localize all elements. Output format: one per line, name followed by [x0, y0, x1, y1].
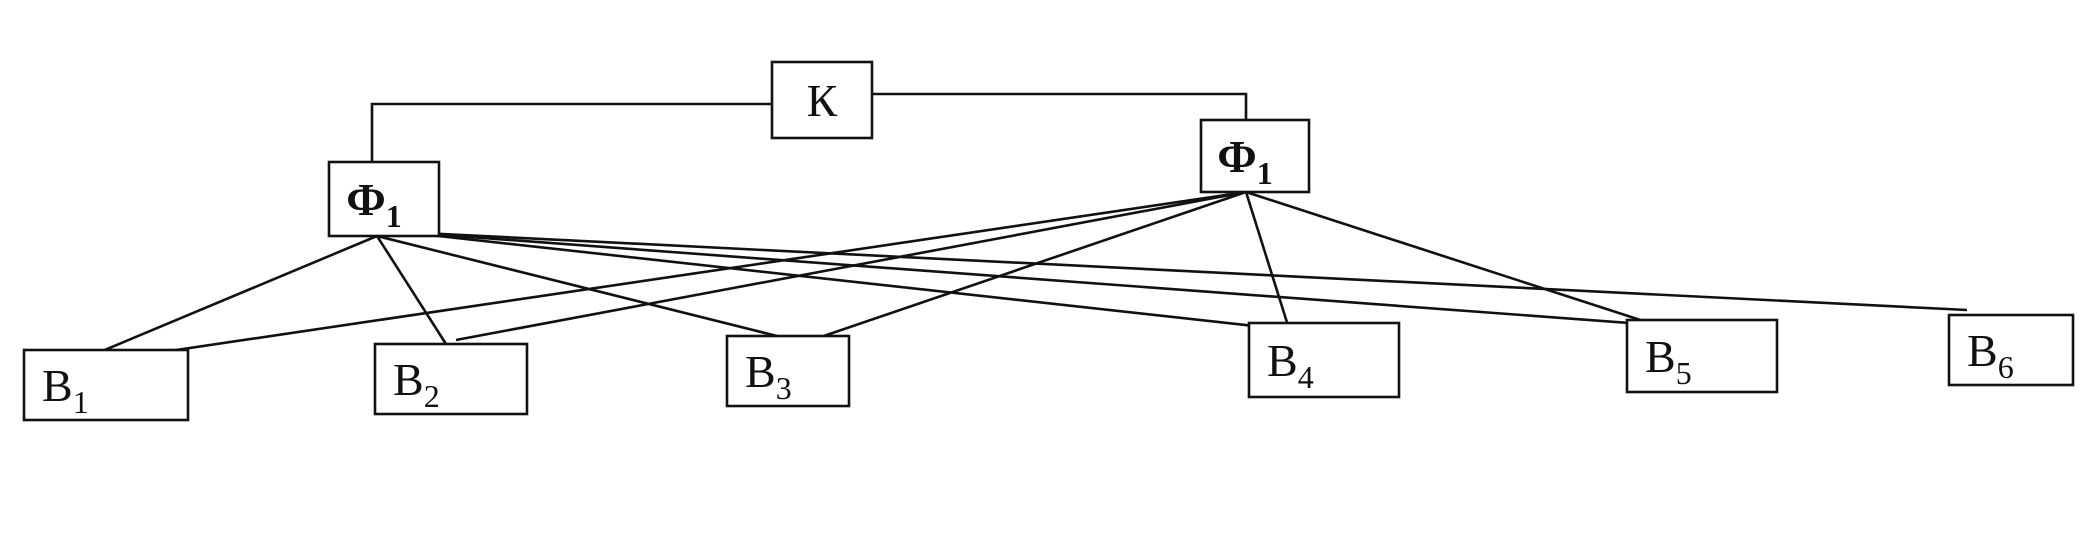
node-label: Ф1: [1217, 131, 1273, 191]
node-b5: В5: [1625, 318, 1779, 394]
node-label-subscript: 5: [1676, 355, 1692, 391]
node-box: [373, 342, 529, 416]
node-label-main: К: [807, 75, 838, 126]
node-f-left: Ф1: [327, 160, 441, 238]
edge-f-left-to-b6: [401, 230, 1968, 312]
edges-layer: [75, 92, 1968, 364]
node-b1: В1: [22, 348, 190, 422]
node-label-main: В: [1645, 331, 1676, 382]
node-label-subscript: 2: [424, 378, 440, 414]
edge-f-left-to-b3: [376, 234, 786, 340]
node-box: [22, 348, 190, 422]
node-box: [725, 334, 851, 408]
node-label-main: В: [393, 354, 424, 405]
node-label-subscript: 4: [1298, 359, 1314, 395]
node-b2: В2: [373, 342, 529, 416]
edge-k-to-f_left: [370, 102, 772, 162]
node-k: К: [770, 60, 874, 140]
node-label: Ф1: [346, 174, 402, 234]
node-box: [1247, 321, 1401, 399]
node-label: В2: [393, 354, 440, 414]
edge-f-left-to-b2: [375, 235, 448, 345]
node-box: [327, 160, 441, 238]
edge-k-to-f_right: [872, 92, 1248, 120]
node-box: [1199, 118, 1311, 194]
node-label: В3: [745, 346, 792, 406]
node-label-main: В: [1967, 325, 1998, 376]
edge-f-left-to-b1: [75, 234, 378, 364]
node-label-subscript: 1: [386, 198, 402, 234]
node-label: В4: [1267, 335, 1314, 395]
edge-f-right-to-b3: [811, 190, 1247, 342]
node-box: [770, 60, 874, 140]
edge-f-left-to-b5: [401, 230, 1671, 328]
edge-f-left-to-b4: [401, 230, 1301, 333]
node-label: В6: [1967, 325, 2014, 385]
node-b6: В6: [1947, 313, 2075, 387]
node-label-main: В: [42, 360, 73, 411]
node-label-subscript: 1: [73, 384, 89, 420]
node-label-subscript: 1: [1257, 155, 1273, 191]
node-box: [1947, 313, 2075, 387]
node-box: [1625, 318, 1779, 394]
node-label-main: В: [745, 346, 776, 397]
node-label-main: Ф: [1217, 131, 1257, 182]
node-label-subscript: 6: [1998, 349, 2014, 385]
node-f-right: Ф1: [1199, 118, 1311, 194]
edge-f-right-to-b4: [1244, 191, 1292, 333]
node-label-subscript: 3: [776, 370, 792, 406]
node-b4: В4: [1247, 321, 1401, 399]
node-b3: В3: [725, 334, 851, 408]
edge-f-right-to-b5: [1245, 190, 1666, 330]
node-label: В5: [1645, 331, 1692, 391]
edge-f-right-to-b2: [455, 190, 1247, 342]
node-label: К: [807, 75, 838, 126]
node-label: В1: [42, 360, 89, 420]
edge-f-right-to-b1: [121, 190, 1247, 360]
node-label-main: В: [1267, 335, 1298, 386]
node-label-main: Ф: [346, 174, 386, 225]
